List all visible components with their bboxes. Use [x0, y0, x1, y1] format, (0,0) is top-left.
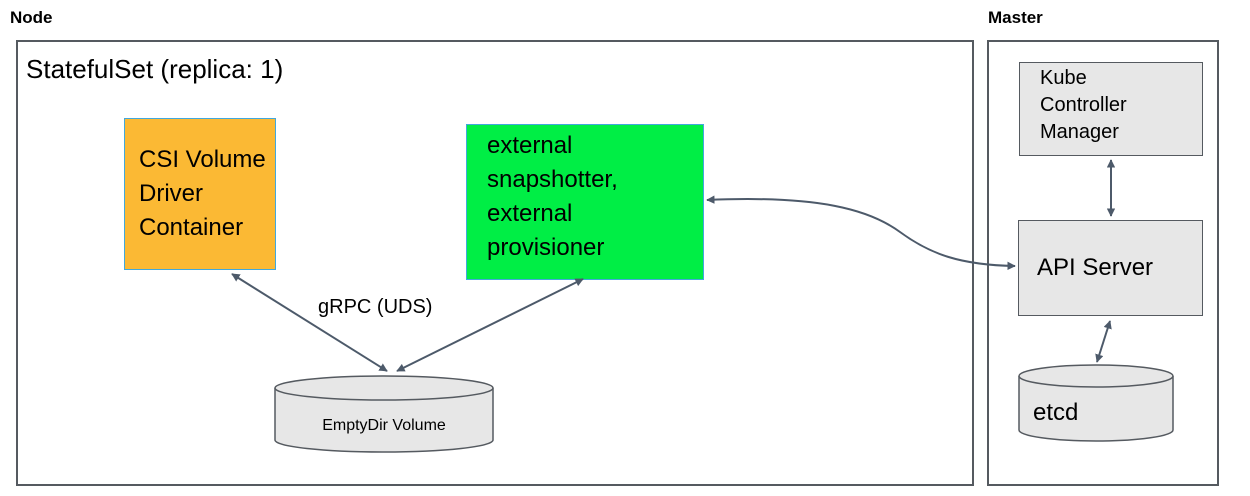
arrow-sidecar-to-api-server	[706, 195, 1016, 271]
etcd-cylinder: etcd	[1018, 364, 1174, 442]
statefulset-label: StatefulSet (replica: 1)	[26, 54, 284, 84]
sidecar-line-3: external	[487, 200, 573, 227]
arrow-csi-to-emptydir	[231, 273, 388, 372]
kcm-line-2: Controller	[1040, 94, 1127, 116]
arrow-sidecar-to-emptydir	[396, 278, 584, 372]
api-server-label: API Server	[1037, 254, 1154, 281]
emptydir-volume-label: EmptyDir Volume	[322, 417, 446, 434]
csi-driver-line-1: CSI Volume	[139, 146, 266, 173]
node-section-label: Node	[10, 8, 53, 27]
api-server: API Server	[1018, 220, 1203, 316]
etcd-label: etcd	[1033, 399, 1078, 426]
emptydir-volume-cylinder: EmptyDir Volume	[274, 375, 494, 453]
kube-controller-manager: Kube Controller Manager	[1019, 62, 1203, 156]
csi-driver-line-2: Driver	[139, 180, 203, 207]
external-sidecars-container: external snapshotter, external provision…	[466, 124, 704, 280]
sidecar-line-4: provisioner	[487, 234, 605, 261]
master-section-label: Master	[988, 8, 1043, 27]
arrow-api-server-to-etcd	[1095, 320, 1112, 363]
csi-volume-driver-container: CSI Volume Driver Container	[124, 118, 276, 270]
sidecar-line-2: snapshotter,	[487, 166, 618, 193]
kcm-line-1: Kube	[1040, 67, 1087, 89]
sidecar-line-1: external	[487, 132, 573, 159]
csi-driver-line-3: Container	[139, 214, 244, 241]
kcm-line-3: Manager	[1040, 121, 1119, 143]
